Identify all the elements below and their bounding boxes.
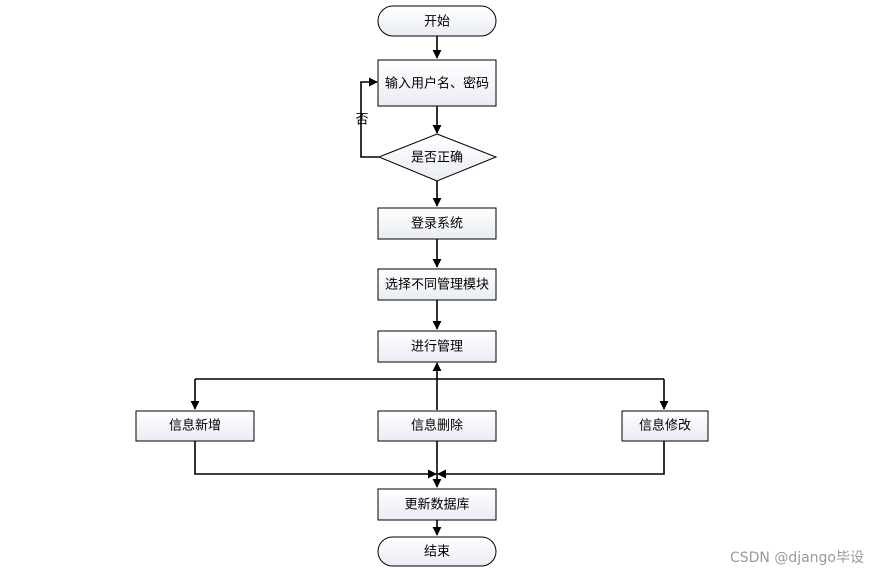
node-decision-label: 是否正确 xyxy=(411,151,463,166)
node-add: 信息新增 xyxy=(135,410,255,442)
process-shape xyxy=(377,410,497,442)
node-start-label: 开始 xyxy=(424,15,450,30)
process-shape xyxy=(377,330,497,363)
arrow-add-to-merge xyxy=(194,441,437,479)
process-shape xyxy=(377,207,497,240)
node-input: 输入用户名、密码 xyxy=(377,59,497,107)
node-add-label: 信息新增 xyxy=(169,418,221,434)
no-branch-label: 否 xyxy=(355,113,368,128)
node-login: 登录系统 xyxy=(377,207,497,240)
node-select-module: 选择不同管理模块 xyxy=(377,268,497,301)
node-manage: 进行管理 xyxy=(377,330,497,363)
node-end: 结束 xyxy=(377,536,497,567)
node-end-label: 结束 xyxy=(424,545,450,560)
process-shape xyxy=(377,488,497,521)
decision-shape xyxy=(377,133,498,182)
node-select-module-label: 选择不同管理模块 xyxy=(385,278,489,293)
node-update-db-label: 更新数据库 xyxy=(404,497,469,513)
terminal-shape xyxy=(377,5,497,37)
arrow-modify-to-merge xyxy=(437,441,665,479)
node-modify-label: 信息修改 xyxy=(639,418,691,434)
terminal-shape xyxy=(377,536,497,567)
arrow-decision-no-loop xyxy=(360,77,379,158)
process-shape xyxy=(135,410,255,442)
node-login-label: 登录系统 xyxy=(411,217,463,232)
node-start: 开始 xyxy=(377,5,497,37)
node-modify: 信息修改 xyxy=(621,410,709,442)
node-manage-label: 进行管理 xyxy=(411,340,463,355)
node-delete: 信息删除 xyxy=(377,410,497,442)
watermark: CSDN @django毕设 xyxy=(730,550,864,566)
node-decision: 是否正确 xyxy=(377,133,498,182)
node-update-db: 更新数据库 xyxy=(377,488,497,521)
connectors xyxy=(190,36,669,536)
process-shape xyxy=(377,268,497,301)
node-input-label: 输入用户名、密码 xyxy=(385,76,489,92)
node-delete-label: 信息删除 xyxy=(411,418,463,434)
process-shape xyxy=(621,410,709,442)
process-shape xyxy=(377,59,497,107)
